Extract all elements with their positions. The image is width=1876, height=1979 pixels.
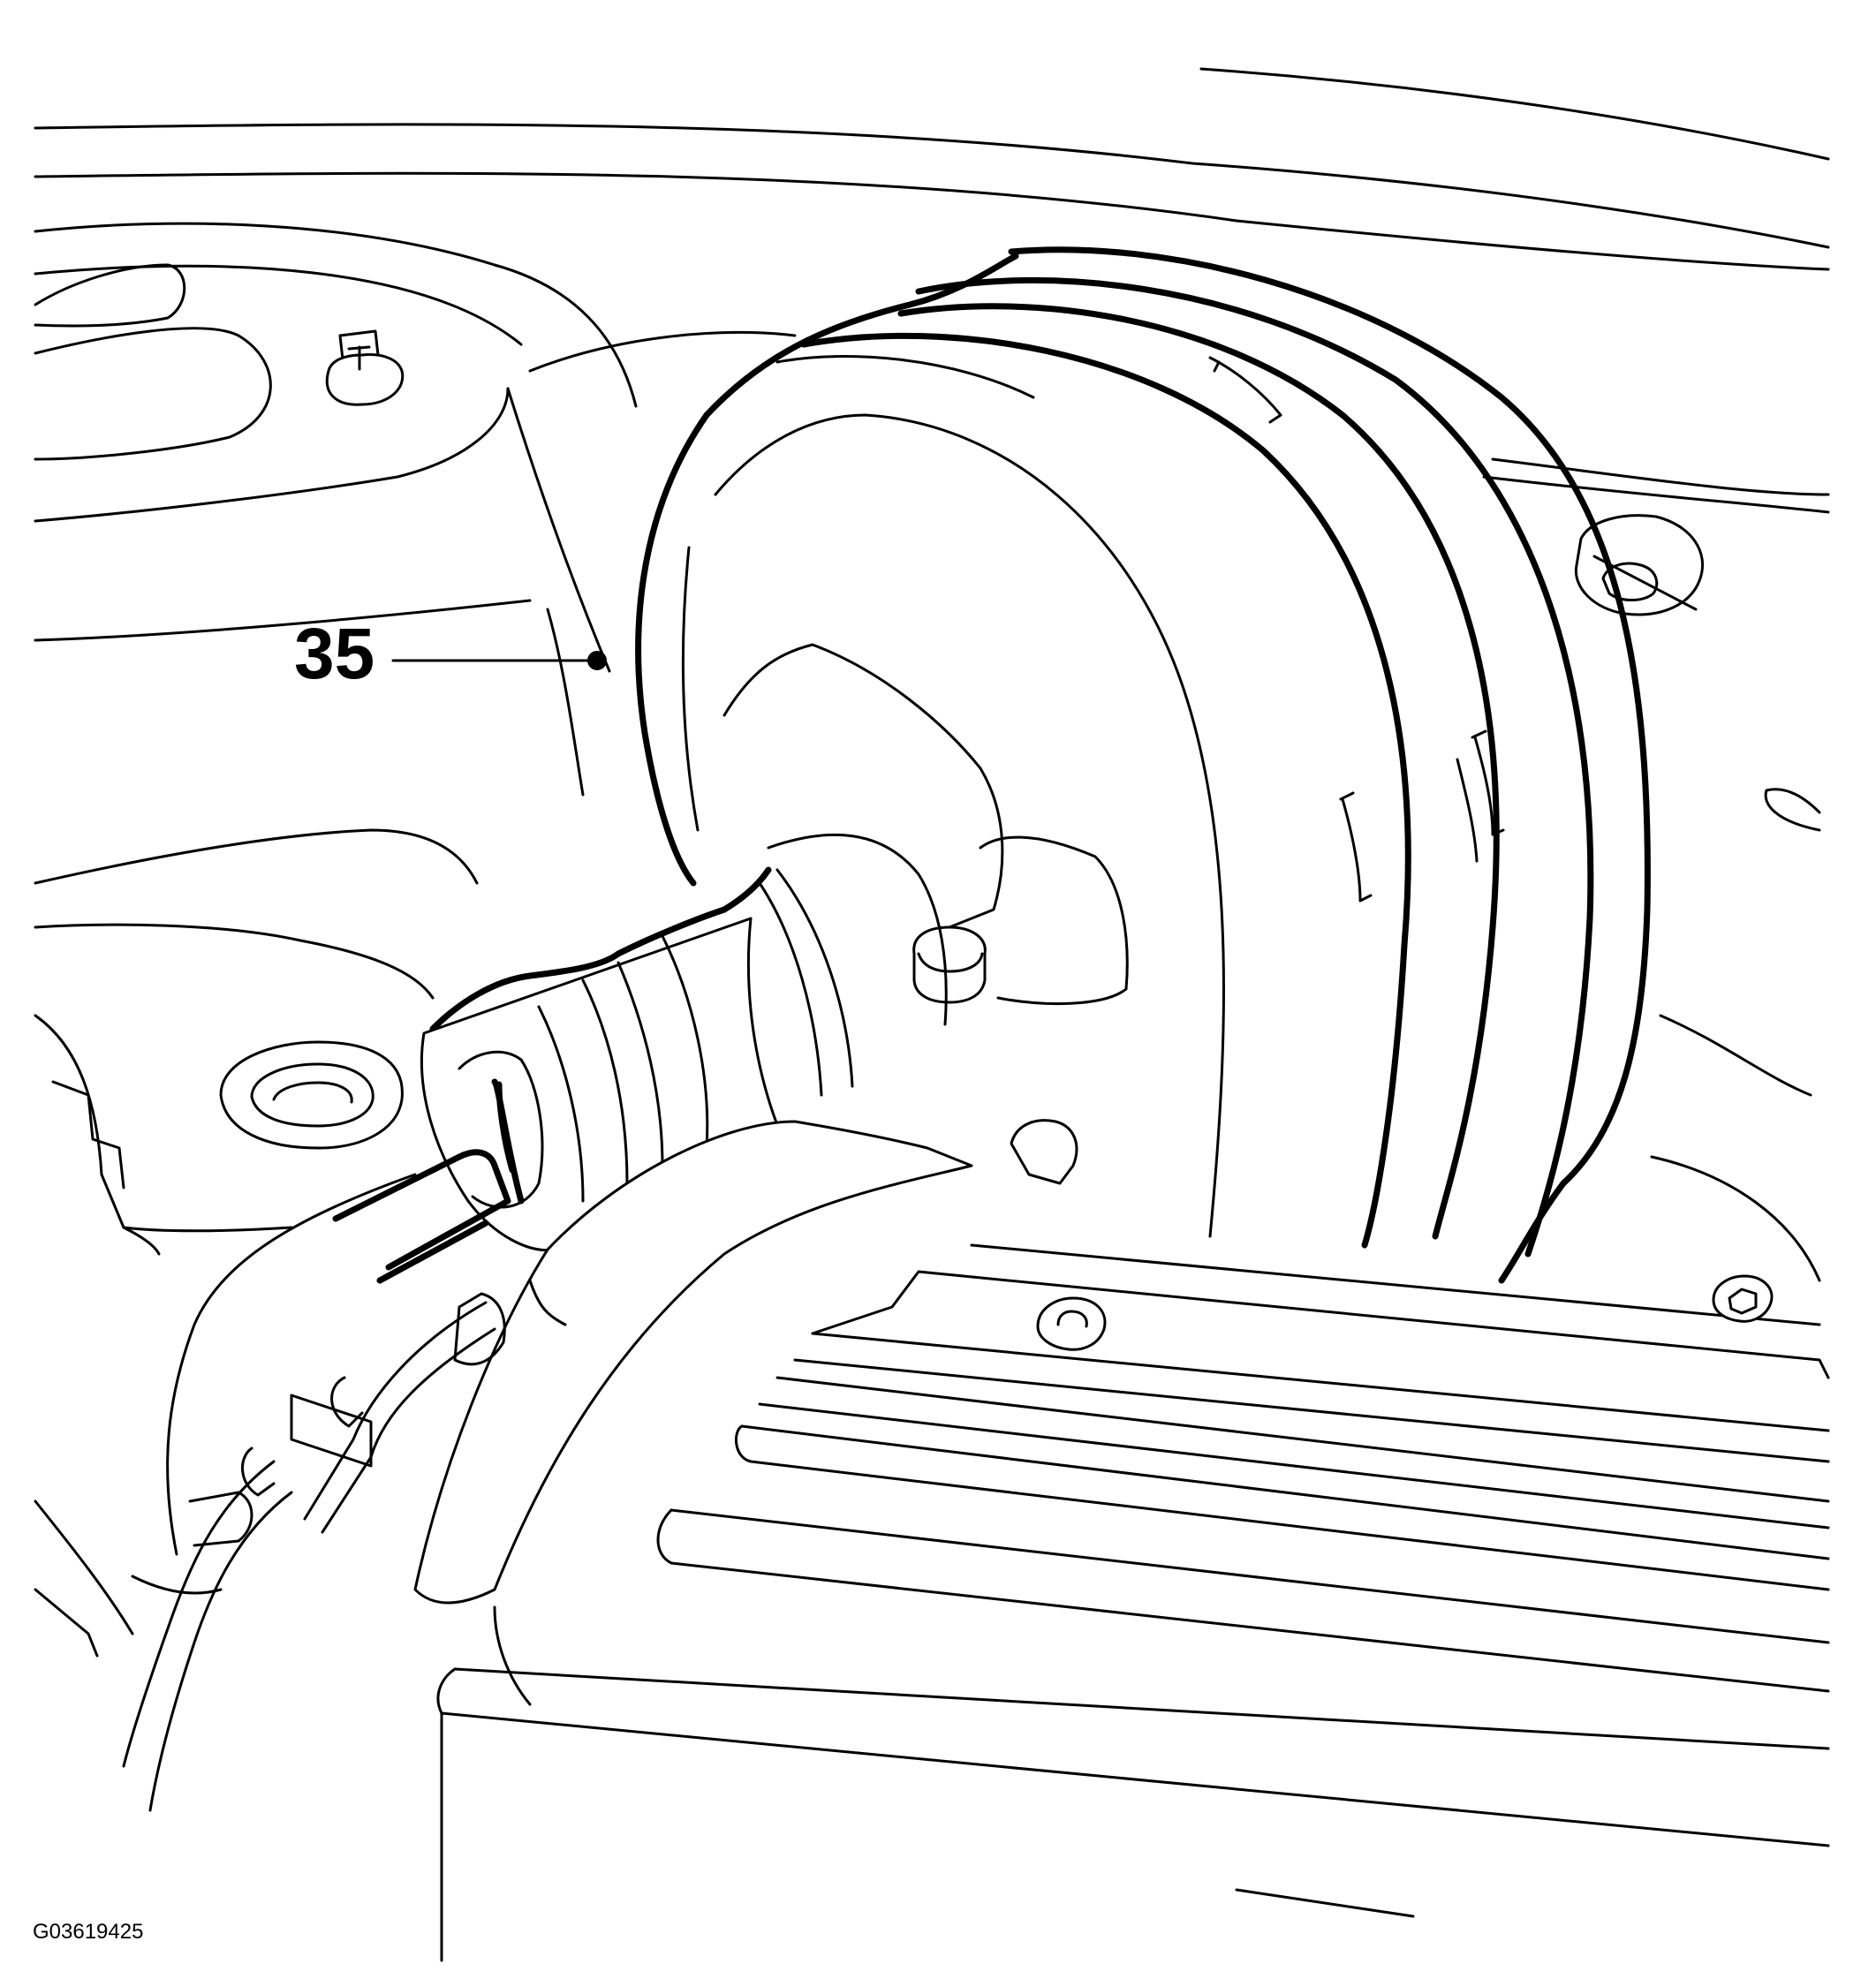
callout-number: 35 — [294, 614, 375, 694]
brake-lines — [34, 1120, 973, 1812]
strut-tower — [34, 263, 611, 885]
bulkhead-grommet — [1574, 514, 1821, 832]
mounting-flange — [34, 923, 435, 1256]
figure-id: G03619425 — [33, 1920, 144, 1944]
callout-35-leader — [391, 651, 607, 670]
callout-35-dot — [587, 651, 607, 670]
battery-box — [436, 1014, 1830, 1962]
cowl-panel-lines — [34, 67, 1830, 514]
brake-booster — [635, 246, 1651, 1284]
